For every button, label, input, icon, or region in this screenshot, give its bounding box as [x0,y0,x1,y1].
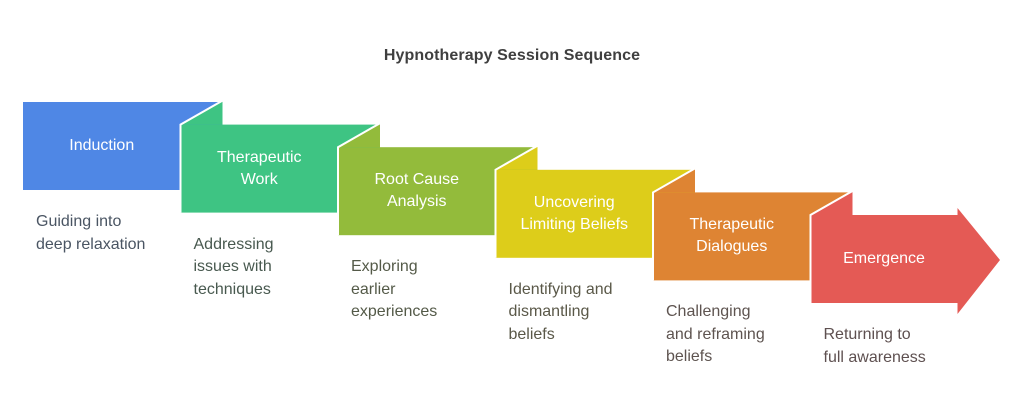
step-description: Guiding into deep relaxation [36,213,146,253]
step-description: Returning to full awareness [823,326,926,366]
step-description: Identifying and dismantling beliefs [508,280,613,343]
step-description: Addressing issues with techniques [193,235,274,298]
step-label: Therapeutic Dialogues [689,216,775,256]
step-fold-edge [652,167,696,281]
diagram-title: Hypnotherapy Session Sequence [383,47,641,64]
step-label: Induction [69,137,135,154]
step-label: Uncovering Limiting Beliefs [520,193,629,233]
step-description: Exploring earlier experiences [351,258,438,321]
step-fold-edge [179,99,223,213]
step-fold-edge [809,190,853,303]
step-label: Therapeutic Work [217,148,302,188]
step-description: Challenging and reframing beliefs [666,303,765,366]
step-label: Root Cause Analysis [374,171,460,211]
step-fold-edge [494,144,538,258]
step-fold-edge [337,122,381,236]
step-shape [809,190,1000,314]
step-arrow [810,208,1000,314]
step-label: Emergence [843,250,925,267]
